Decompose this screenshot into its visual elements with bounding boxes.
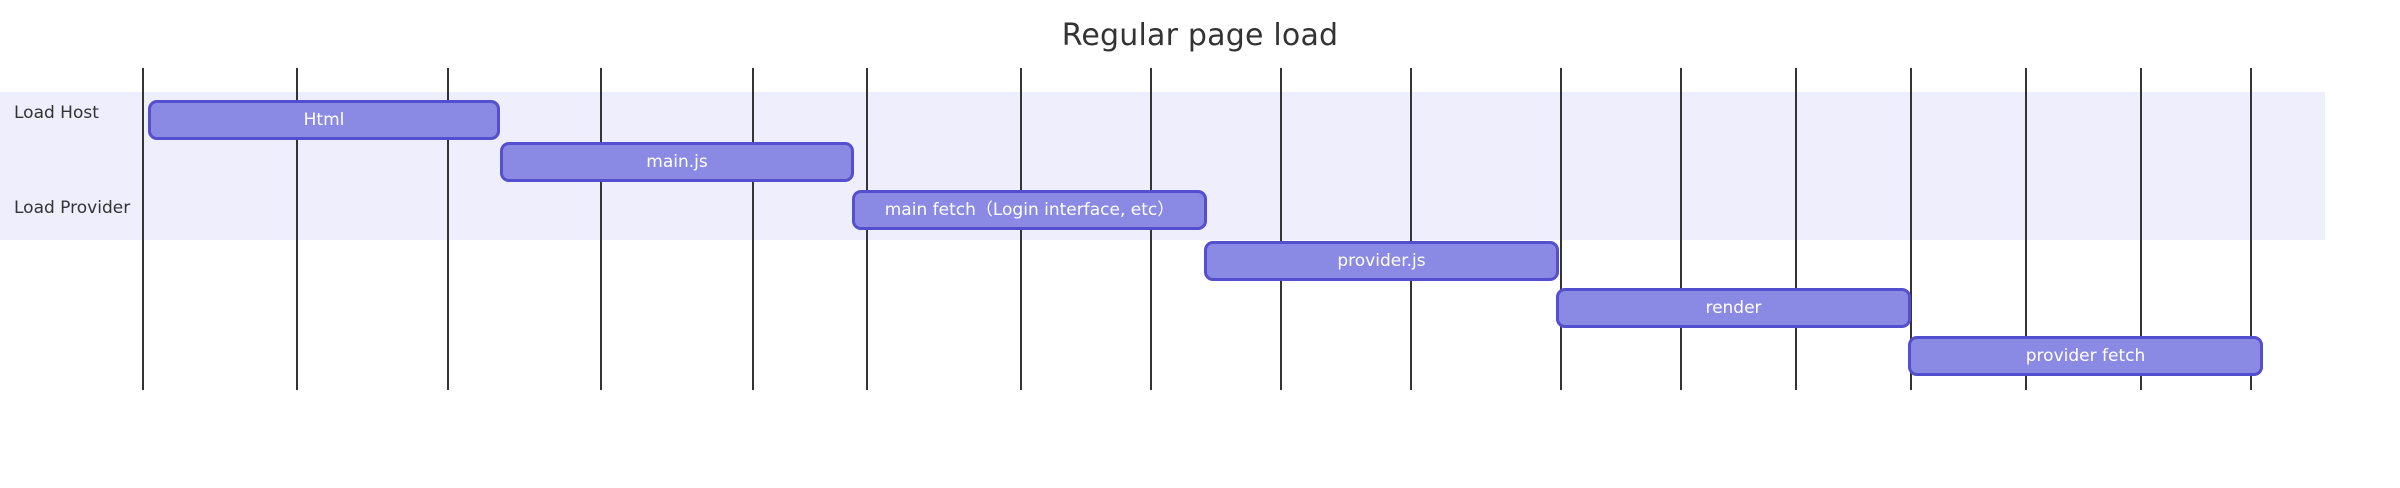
page-title: Regular page load (1061, 18, 1339, 53)
task-bar-label: render (1705, 297, 1762, 318)
task-bar[interactable]: render (1556, 288, 1911, 328)
section-label-load-host: Load Host (14, 103, 99, 123)
task-bar[interactable]: Html (148, 100, 500, 140)
task-bar-label: provider.js (1337, 250, 1426, 271)
task-bar[interactable]: main.js (500, 142, 854, 182)
task-bar-label: provider fetch (2025, 345, 2146, 366)
task-bar[interactable]: provider fetch (1908, 336, 2263, 376)
task-bar[interactable]: provider.js (1204, 241, 1559, 281)
task-bar[interactable]: main fetch（Login interface, etc） (852, 190, 1207, 230)
task-bar-label: Html (303, 109, 345, 130)
task-bar-label: main.js (646, 151, 708, 172)
task-bar-label: main fetch（Login interface, etc） (884, 199, 1175, 220)
section-label-load-provider: Load Provider (14, 198, 131, 218)
